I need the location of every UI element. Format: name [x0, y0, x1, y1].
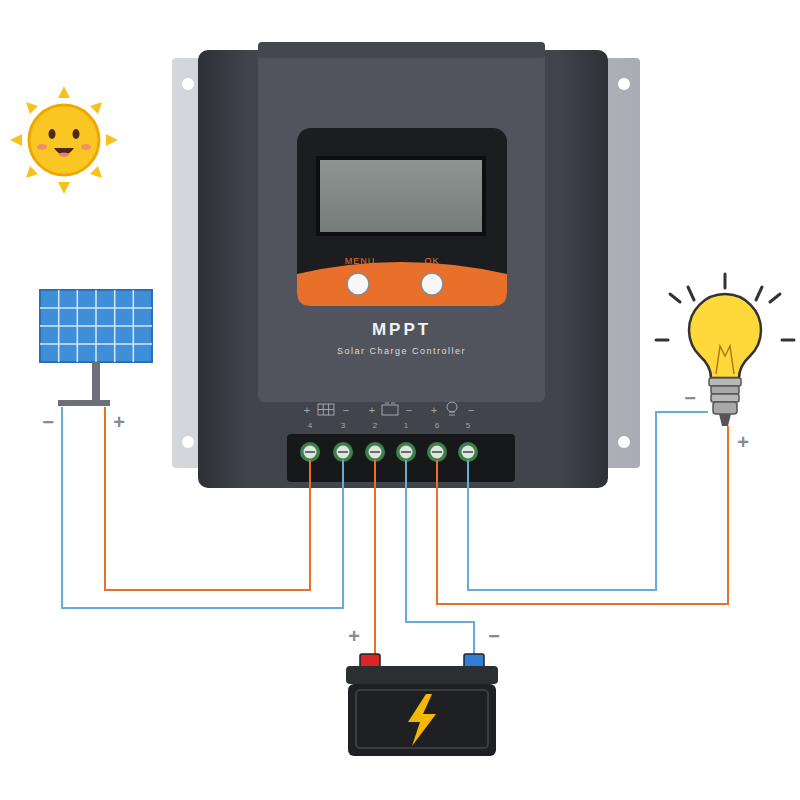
product-title: MPPT — [258, 320, 545, 340]
polarity-sign: − — [684, 388, 696, 408]
polarity-sign: + — [348, 626, 360, 646]
light-bulb-icon — [656, 274, 794, 426]
terminal-number: 1 — [404, 422, 408, 430]
controller-panel: MPPT Solar Charge Controller — [258, 42, 545, 402]
polarity-sign: − — [488, 626, 500, 646]
polarity-sign: − — [42, 412, 54, 432]
terminal-polarity: + — [431, 405, 437, 416]
button-label: MENU — [345, 257, 376, 266]
terminal-polarity: − — [406, 405, 412, 416]
wires — [62, 407, 728, 656]
terminal-polarity: + — [369, 405, 375, 416]
controller-housing — [172, 42, 640, 488]
terminal-number: 5 — [466, 422, 470, 430]
battery-icon — [346, 654, 498, 756]
solar-panel-icon — [40, 290, 152, 406]
terminal-number: 6 — [435, 422, 439, 430]
terminal-number: 4 — [308, 422, 312, 430]
terminal-number: 3 — [341, 422, 345, 430]
polarity-sign: + — [737, 432, 749, 452]
polarity-sign: + — [113, 412, 125, 432]
product-subtitle: Solar Charge Controller — [258, 346, 545, 357]
terminal-number: 2 — [373, 422, 377, 430]
terminal-polarity: + — [304, 405, 310, 416]
terminal-polarity: − — [343, 405, 349, 416]
sun-icon — [10, 86, 118, 194]
button-label: OK — [424, 257, 439, 266]
terminal-polarity: − — [468, 405, 474, 416]
